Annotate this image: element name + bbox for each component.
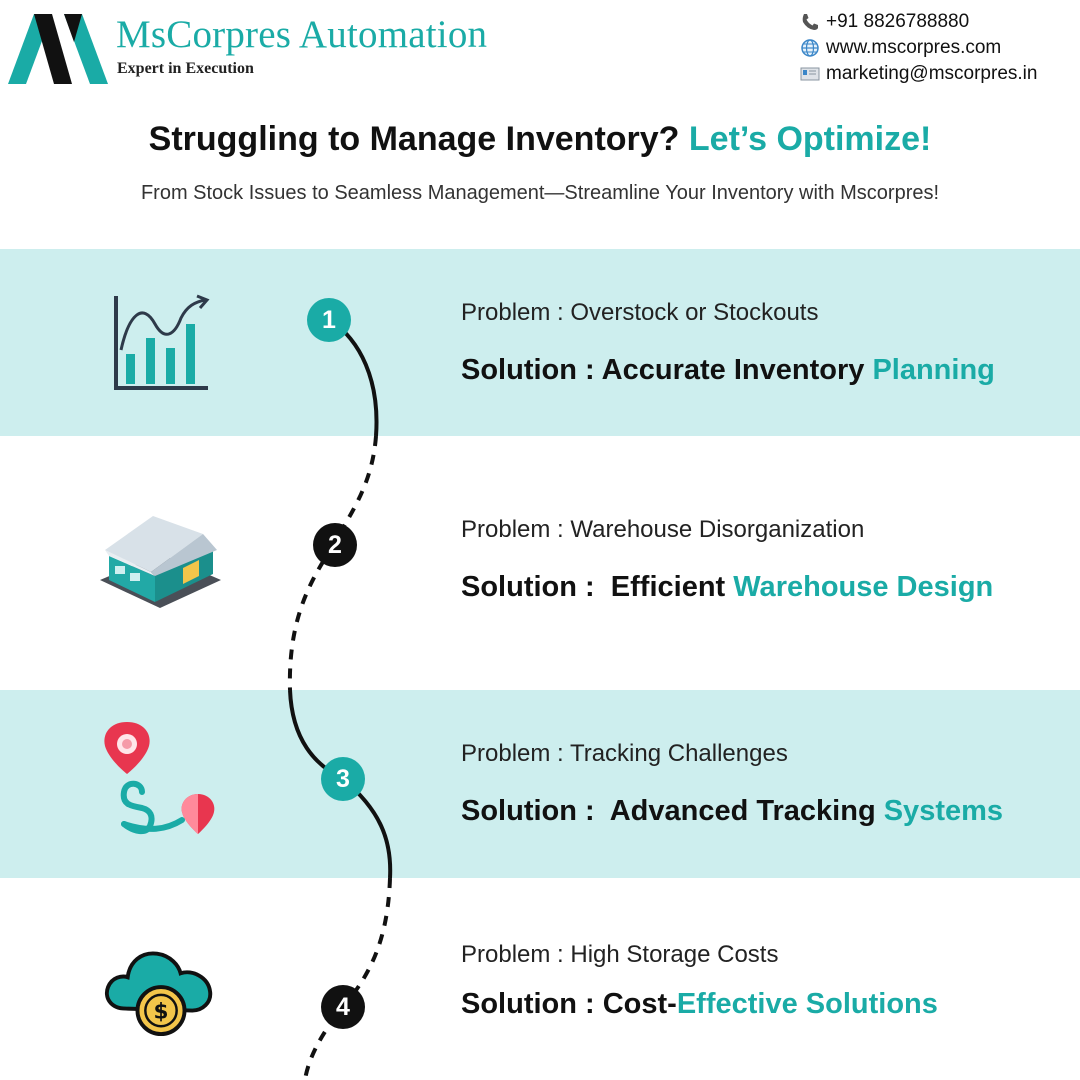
cloud-cost-icon: $ bbox=[105, 951, 213, 1037]
website-text: www.mscorpres.com bbox=[826, 37, 1002, 58]
step-3-marker: 3 bbox=[321, 757, 365, 801]
item-3-problem: Problem : Tracking Challenges bbox=[461, 740, 788, 767]
route-tracking-icon bbox=[104, 722, 215, 834]
brand-logo bbox=[8, 14, 108, 84]
globe-icon bbox=[801, 39, 819, 57]
mail-icon bbox=[800, 67, 820, 81]
page-subheadline: From Stock Issues to Seamless Management… bbox=[140, 182, 940, 204]
headline-accent: Let’s Optimize! bbox=[688, 120, 932, 158]
growth-chart-icon bbox=[114, 294, 210, 390]
email-text: marketing@mscorpres.in bbox=[826, 63, 1038, 84]
item-4-solution: Solution : Cost-Effective Solutions bbox=[461, 988, 938, 1021]
headline-main: Struggling to Manage Inventory? bbox=[148, 120, 680, 158]
item-4-solution-prefix: Solution : Cost- bbox=[461, 988, 677, 1020]
item-1-solution-prefix: Solution : Accurate Inventory bbox=[461, 354, 873, 386]
band-1 bbox=[0, 249, 1080, 436]
band-3 bbox=[0, 690, 1080, 878]
contact-phone[interactable]: +91 8826788880 bbox=[800, 10, 1075, 34]
item-1-solution: Solution : Accurate Inventory Planning bbox=[461, 354, 995, 387]
svg-text:$: $ bbox=[154, 999, 169, 1024]
warehouse-icon bbox=[100, 516, 221, 608]
step-1-marker: 1 bbox=[307, 298, 351, 342]
phone-icon bbox=[802, 14, 818, 30]
item-2-problem: Problem : Warehouse Disorganization bbox=[461, 516, 865, 543]
item-2-solution-accent: Warehouse Design bbox=[733, 571, 994, 603]
item-1-problem: Problem : Overstock or Stockouts bbox=[461, 299, 819, 326]
contact-email[interactable]: marketing@mscorpres.in bbox=[800, 62, 1075, 86]
item-1-solution-accent: Planning bbox=[872, 354, 995, 386]
phone-text: +91 8826788880 bbox=[826, 11, 970, 32]
item-3-solution-prefix: Solution : Advanced Tracking bbox=[461, 795, 884, 827]
item-3-solution-accent: Systems bbox=[883, 795, 1004, 827]
brand-tagline: Expert in Execution bbox=[117, 60, 254, 77]
step-2-marker: 2 bbox=[313, 523, 357, 567]
page-headline: Struggling to Manage Inventory? Let’s Op… bbox=[0, 120, 1080, 159]
item-2-solution: Solution : Efficient Warehouse Design bbox=[461, 571, 993, 604]
item-3-solution: Solution : Advanced Tracking Systems bbox=[461, 795, 1003, 828]
step-4-marker: 4 bbox=[321, 985, 365, 1029]
item-4-problem: Problem : High Storage Costs bbox=[461, 941, 779, 968]
brand-name: MsCorpres Automation bbox=[116, 13, 488, 56]
contact-website[interactable]: www.mscorpres.com bbox=[800, 36, 1075, 60]
item-4-solution-accent: Effective Solutions bbox=[676, 988, 938, 1020]
item-2-solution-prefix: Solution : Efficient bbox=[461, 571, 734, 603]
